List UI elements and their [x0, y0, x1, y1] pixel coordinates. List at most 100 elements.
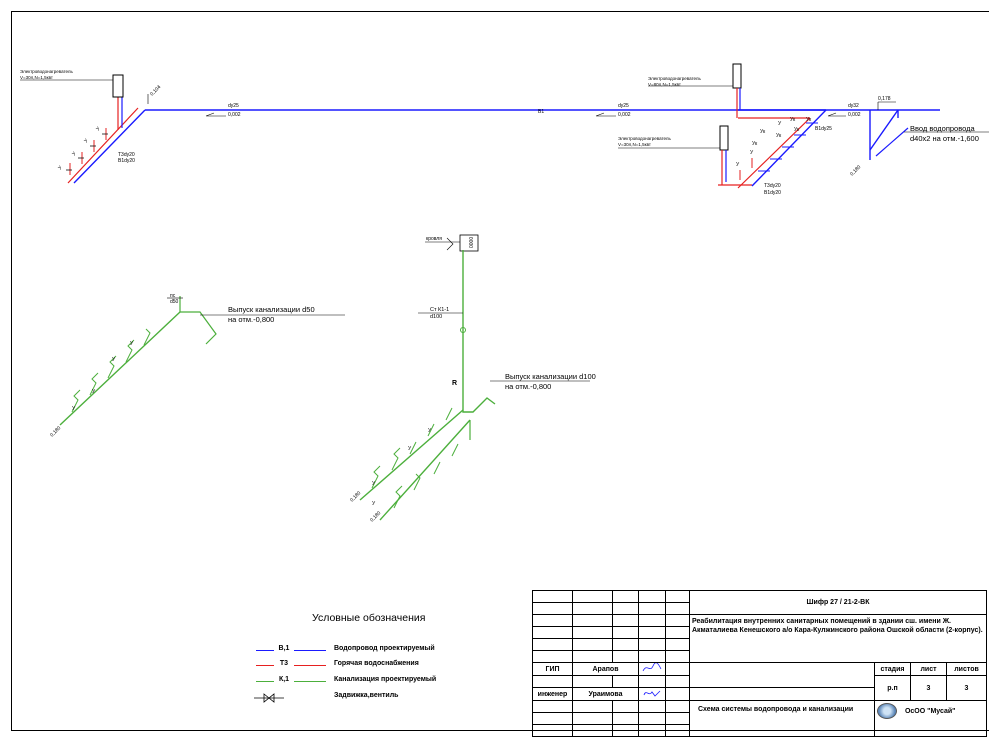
- sewer-left-line2: на отм.-0,800: [228, 315, 274, 324]
- y-r-3: У: [736, 162, 740, 168]
- y-label-2: У: [71, 150, 78, 157]
- role1-cell: ГИП: [532, 662, 573, 676]
- sheets-value: 3: [946, 675, 987, 701]
- slope-b: 0,002: [618, 112, 631, 118]
- stage-header: стадия: [874, 662, 911, 676]
- name1-cell: Арапов: [572, 662, 639, 676]
- dy25-b: dy25: [618, 103, 629, 109]
- ps-label: пс: [170, 293, 176, 299]
- y-s-2: У: [92, 389, 96, 395]
- y-sr-2: У: [372, 501, 376, 507]
- t3dy20-left: Т3dy20: [118, 152, 135, 158]
- mark-178: 0,178: [878, 96, 891, 102]
- b1dy25-label: В1dy25: [815, 126, 832, 132]
- mark-180-sewer: 0,180: [49, 425, 62, 438]
- yk-6: Ук: [752, 141, 758, 147]
- y-r-1: У: [778, 121, 782, 127]
- sewer-group-left: [59, 296, 217, 426]
- drawing-name-cell: Схема системы водопровода и канализации: [689, 700, 875, 737]
- heater-right-top-spec: V=80л,N=1,5квт: [648, 82, 681, 87]
- y-label-4: У: [95, 125, 102, 132]
- company-name: ОсОО "Мусай": [904, 707, 956, 715]
- sewer-left-labels: Выпуск канализации d50 на отм.-0,800 пс …: [49, 293, 345, 438]
- heater-right-low-spec: V=30л,N=1,5квт: [618, 142, 651, 147]
- roof-mark: 0000: [469, 237, 475, 248]
- water-branch-left: [73, 109, 146, 184]
- d50-label: d50: [170, 299, 179, 305]
- sewer-left-line1: Выпуск канализации d50: [228, 305, 315, 314]
- y-s-3: У: [112, 357, 116, 363]
- y-sr-1: У: [372, 481, 376, 487]
- heater-right-low-box: [719, 125, 729, 151]
- t3dy20-right: Т3dy20: [764, 183, 781, 189]
- b1dy20-left: В1dy20: [118, 158, 135, 164]
- yk-4: Ук: [760, 129, 766, 135]
- yk-1: Ук: [806, 117, 812, 123]
- company-cell: ОсОО "Мусай": [874, 700, 987, 737]
- water-group-right: Электроводонагреватель V=80л,N=1,5квт Эл…: [618, 63, 989, 196]
- y-s-4: У: [130, 341, 134, 347]
- legend-code: Т3: [274, 660, 294, 667]
- mark-180: 0,180: [849, 164, 862, 177]
- company-logo-icon: [877, 703, 897, 719]
- yk-2: Ук: [790, 117, 796, 123]
- y-sr-4: У: [428, 428, 432, 434]
- b1-label: В1: [538, 109, 544, 115]
- sewer-right-line2: на отм.-0,800: [505, 382, 551, 391]
- yk-3: Ук: [794, 127, 800, 133]
- legend-code: К,1: [274, 676, 294, 683]
- mark-180-sewer-r1: 0,180: [349, 490, 362, 503]
- legend-title: Условные обозначения: [312, 612, 426, 624]
- slope-c: 0,002: [848, 112, 861, 118]
- heater-left-spec: V=30л,N=1,5квт: [20, 75, 53, 80]
- sheet-header: лист: [910, 662, 947, 676]
- dy32-label: dy32: [848, 103, 859, 109]
- water-input-line1: Ввод водопровода: [910, 124, 976, 133]
- legend-text: Задвижка,вентиль: [334, 692, 399, 699]
- cipher-cell: Шифр 27 / 21-2-ВК: [689, 590, 987, 615]
- roof-vent: кровля 0000: [425, 234, 479, 252]
- mark-180-sewer-r2: 0,180: [369, 510, 382, 523]
- hot-branch-left: [67, 107, 139, 184]
- yk-5: Ук: [776, 133, 782, 139]
- dy25-a: dy25: [228, 103, 239, 109]
- water-group-left: Электроводонагреватель V=30л,N=1,5квт У …: [20, 69, 940, 184]
- legend-text: Водопровод проектируемый: [334, 645, 435, 652]
- signature1: [638, 662, 666, 676]
- signature2: [638, 687, 666, 701]
- y-s-1: У: [72, 406, 76, 412]
- heater-right-top-name: Электроводонагреватель: [648, 76, 702, 81]
- b1dy20-right: В1dy20: [764, 190, 781, 196]
- riser-dia: d100: [430, 314, 442, 320]
- mark-104: 0,104: [149, 84, 162, 97]
- valve-icon: [254, 693, 284, 703]
- sewer-right-line1: Выпуск канализации d100: [505, 372, 596, 381]
- water-input-line2: d40х2 на отм.-1,600: [910, 134, 979, 143]
- roof-label: кровля: [426, 236, 442, 242]
- legend-code: В,1: [274, 645, 294, 652]
- heater-left-name: Электроводонагреватель: [20, 69, 74, 74]
- role2-cell: инженер: [532, 687, 573, 701]
- sheets-header: листов: [946, 662, 987, 676]
- slope-a: 0,002: [228, 112, 241, 118]
- sewer-right-labels: Ст К1-1 d100 R Выпуск канализации d100 н…: [349, 307, 596, 523]
- name2-cell: Ураимова: [572, 687, 639, 701]
- legend-text: Канализация проектируемый: [334, 676, 437, 683]
- y-sr-3: У: [408, 446, 412, 452]
- y-label-1: У: [57, 164, 64, 171]
- riser-name: Ст К1-1: [430, 307, 449, 313]
- stage-value: р.п: [874, 675, 911, 701]
- sheet-value: 3: [910, 675, 947, 701]
- heater-right-top-box: [732, 63, 742, 89]
- heater-left-box: [112, 74, 124, 98]
- sewer-group-right: [359, 250, 496, 521]
- legend-text: Горячая водоснабжения: [334, 660, 419, 667]
- y-label-3: У: [83, 137, 90, 144]
- riser-r: R: [452, 380, 457, 387]
- title-block: Шифр 27 / 21-2-ВК Реабилитация внутренни…: [532, 590, 987, 737]
- y-r-2: У: [750, 150, 754, 156]
- project-cell: Реабилитация внутренних санитарных помещ…: [689, 614, 987, 663]
- heater-right-low-name: Электроводонагреватель: [618, 136, 672, 141]
